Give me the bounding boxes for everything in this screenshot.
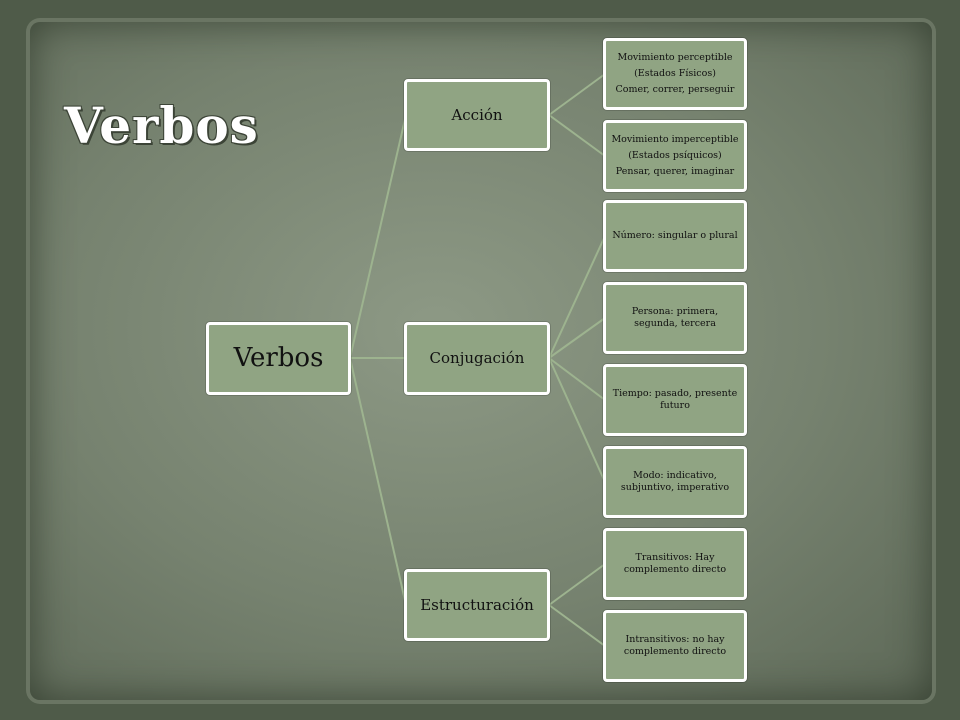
slide-title: Verbos (64, 96, 259, 155)
connector-accion-0 (548, 73, 606, 116)
leaf-line: Persona: primera, segunda, tercera (631, 306, 719, 329)
leaf-line: Intransitivos: no hay complemento direct… (623, 634, 727, 657)
leaf-node-transitivos: Transitivos: Hay complemento directo (603, 528, 747, 600)
branch-label: Estructuración (420, 595, 534, 614)
connector-root-accion (349, 114, 407, 359)
leaf-line: Comer, correr, perseguir (615, 83, 735, 95)
leaf-line: Pensar, querer, imaginar (615, 165, 735, 177)
connector-root-estructuracion (349, 357, 407, 606)
branch-node-conjugacion: Conjugación (404, 322, 550, 395)
connector-accion-1 (548, 114, 606, 157)
leaf-line: (Estados psíquicos) (628, 150, 722, 162)
leaf-line: (Estados Físicos) (634, 68, 716, 80)
leaf-node-movimiento-imperceptible: Movimiento imperceptible (Estados psíqui… (603, 120, 747, 192)
connector-estr-0 (548, 563, 606, 606)
connector-conj-2 (548, 357, 606, 401)
leaf-node-intransitivos: Intransitivos: no hay complemento direct… (603, 610, 747, 682)
leaf-line: Movimiento perceptible (617, 52, 733, 64)
connector-estr-1 (548, 604, 606, 647)
connector-conj-1 (548, 317, 606, 359)
branch-node-estructuracion: Estructuración (404, 569, 550, 641)
root-node: Verbos (206, 322, 351, 395)
leaf-line: Modo: indicativo, subjuntivo, imperativo (620, 470, 730, 493)
leaf-node-numero: Número: singular o plural (603, 200, 747, 272)
leaf-line: Tiempo: pasado, presente futuro (612, 388, 738, 411)
leaf-node-persona: Persona: primera, segunda, tercera (603, 282, 747, 354)
leaf-node-tiempo: Tiempo: pasado, presente futuro (603, 364, 747, 436)
branch-label: Acción (451, 105, 503, 124)
leaf-node-movimiento-perceptible: Movimiento perceptible (Estados Físicos)… (603, 38, 747, 110)
leaf-node-modo: Modo: indicativo, subjuntivo, imperativo (603, 446, 747, 518)
branch-label: Conjugación (429, 349, 525, 368)
branch-node-accion: Acción (404, 79, 550, 151)
leaf-line: Movimiento imperceptible (611, 134, 739, 146)
leaf-line: Número: singular o plural (612, 230, 738, 242)
leaf-line: Transitivos: Hay complemento directo (623, 552, 727, 575)
connector-conj-0 (548, 235, 606, 359)
connector-conj-3 (548, 357, 606, 483)
root-label: Verbos (233, 343, 324, 374)
